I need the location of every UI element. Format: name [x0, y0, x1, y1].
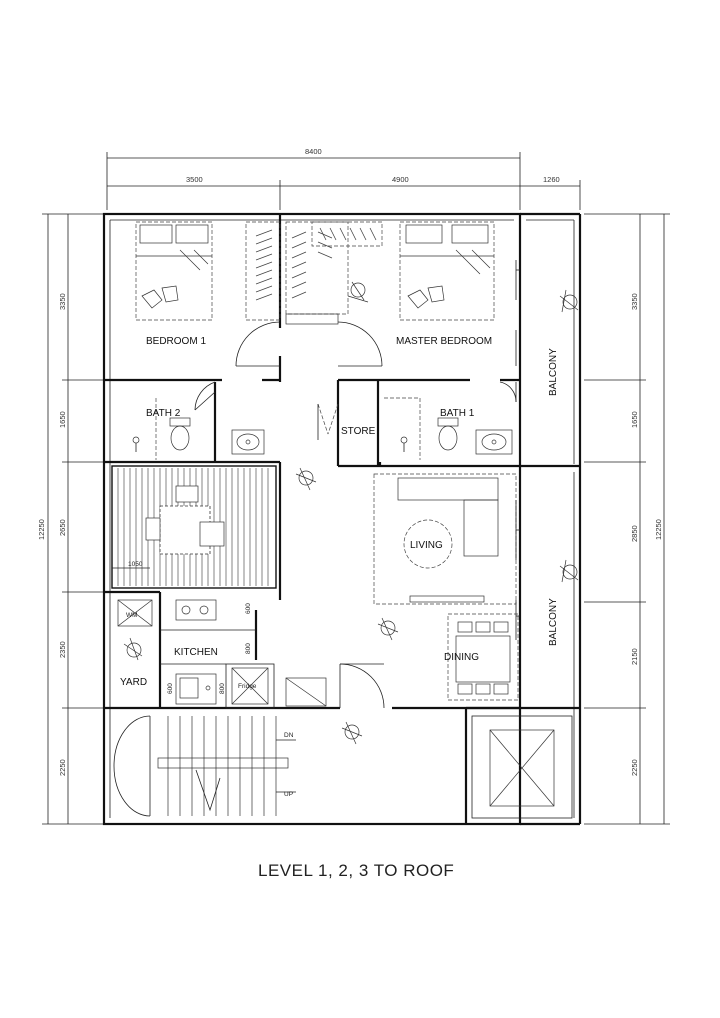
outer-walls [102, 212, 582, 826]
dim-right-0: 3350 [630, 293, 639, 310]
top-dimensions: 8400 3500 4900 1260 [106, 147, 581, 210]
dining-furniture [377, 559, 579, 701]
store-fixtures [317, 403, 339, 440]
room-balcony-top: BALCONY [548, 348, 559, 396]
dim-right-2: 2850 [630, 525, 639, 542]
dim-800a: 800 [245, 643, 252, 654]
right-dimensions: 3350 1650 2850 2150 2250 12250 [584, 213, 670, 825]
dim-left-0: 3350 [58, 293, 67, 310]
dn-label: DN [284, 732, 294, 739]
dim-top-total: 8400 [305, 147, 322, 156]
room-living: LIVING [410, 540, 443, 551]
dim-left-4: 2250 [58, 759, 67, 776]
room-bath1: BATH 1 [440, 408, 475, 419]
room-labels: BEDROOM 1 MASTER BEDROOM BATH 2 BATH 1 S… [120, 336, 559, 688]
room-store: STORE [341, 426, 376, 437]
dim-left-1: 1650 [58, 411, 67, 428]
dim-1050: 1050 [128, 561, 143, 568]
master-bedroom-furniture [399, 221, 520, 366]
room-yard: YARD [120, 677, 147, 688]
dim-right-total: 12250 [654, 519, 663, 540]
left-dimensions: 12250 3350 1650 2650 2350 2250 [37, 213, 104, 825]
dim-left-2: 2650 [58, 519, 67, 536]
staircase: DN UP [113, 715, 363, 817]
balcony-top [559, 289, 579, 313]
bedroom1-furniture [135, 221, 281, 367]
dim-left-total: 12250 [37, 519, 46, 540]
dim-left-3: 2350 [58, 641, 67, 658]
wm-label: WM [126, 612, 138, 619]
room-balcony-bottom: BALCONY [548, 598, 559, 646]
room-kitchen: KITCHEN [174, 647, 218, 658]
kitchen-fixtures: WM 600 800 600 800 Fridge [117, 599, 385, 709]
fridge-label: Fridge [238, 683, 257, 690]
up-label: UP [284, 791, 293, 798]
dim-right-1: 1650 [630, 411, 639, 428]
dim-top-right: 1260 [543, 175, 560, 184]
living-furniture [295, 467, 520, 605]
dim-top-mid: 4900 [392, 175, 409, 184]
center-wardrobe [285, 221, 383, 367]
plan-title: LEVEL 1, 2, 3 TO ROOF [258, 861, 454, 880]
bath2-fixtures [132, 381, 265, 460]
study-area: 1050 [111, 465, 277, 589]
lift-shaft [471, 715, 573, 819]
bath1-fixtures [384, 381, 517, 460]
interior-walls [104, 214, 580, 824]
dim-top-left: 3500 [186, 175, 203, 184]
dim-right-3: 2150 [630, 648, 639, 665]
room-bedroom1: BEDROOM 1 [146, 336, 206, 347]
room-master-bedroom: MASTER BEDROOM [396, 336, 492, 347]
dim-600b: 600 [167, 683, 174, 694]
dim-right-4: 2250 [630, 759, 639, 776]
room-dining: DINING [444, 652, 479, 663]
dim-800b: 800 [219, 683, 226, 694]
room-bath2: BATH 2 [146, 408, 181, 419]
dim-600a: 600 [245, 603, 252, 614]
